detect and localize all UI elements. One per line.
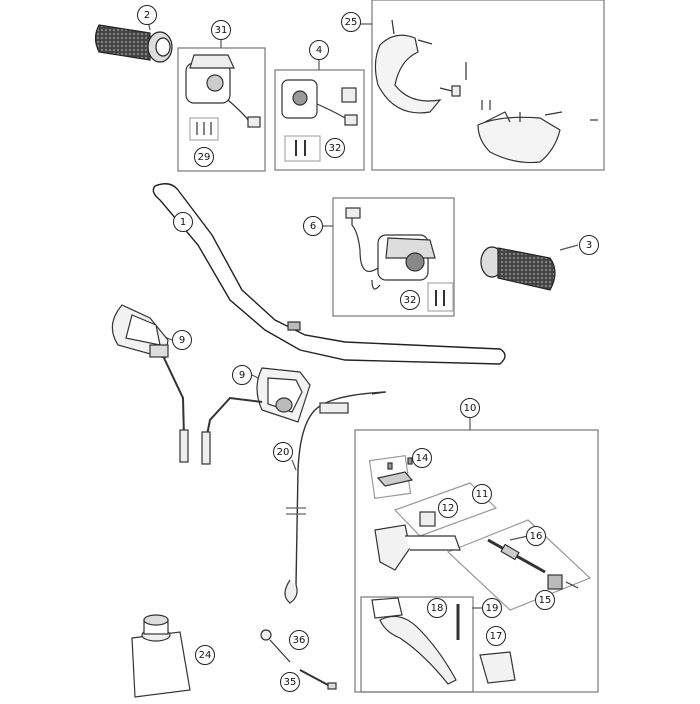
right-switch-part <box>345 207 436 290</box>
callout-24[interactable]: 24 <box>195 645 215 665</box>
box-switch-6 <box>332 197 455 317</box>
reservoir-cap-part <box>376 457 414 487</box>
callout-9-left[interactable]: 9 <box>172 330 192 350</box>
screws-29-part <box>196 122 212 135</box>
callout-9-right[interactable]: 9 <box>232 365 252 385</box>
box-screws-32b <box>427 282 454 312</box>
callout-11[interactable]: 11 <box>472 484 492 504</box>
box-screws-29 <box>189 117 219 141</box>
callout-6[interactable]: 6 <box>303 216 323 236</box>
callout-3[interactable]: 3 <box>579 235 599 255</box>
callout-15[interactable]: 15 <box>535 590 555 610</box>
screw-36-part <box>260 629 291 663</box>
callout-25[interactable]: 25 <box>341 12 361 32</box>
callout-36[interactable]: 36 <box>289 630 309 650</box>
box-piston-11 <box>393 482 498 537</box>
callout-32-a[interactable]: 32 <box>325 138 345 158</box>
box-screws-32a <box>284 135 321 162</box>
switch-4-part <box>281 79 358 126</box>
clamp-part <box>479 651 516 684</box>
callout-4[interactable]: 4 <box>309 40 329 60</box>
clutch-cable-part <box>284 391 387 604</box>
callout-2[interactable]: 2 <box>137 5 157 25</box>
callout-19[interactable]: 19 <box>482 598 502 618</box>
callout-12[interactable]: 12 <box>438 498 458 518</box>
piston-kit-part <box>487 538 579 590</box>
box-lever-19 <box>360 596 474 693</box>
callout-31[interactable]: 31 <box>211 20 231 40</box>
lever-part <box>371 597 460 685</box>
callout-17[interactable]: 17 <box>486 626 506 646</box>
callout-35[interactable]: 35 <box>280 672 300 692</box>
callout-20[interactable]: 20 <box>273 442 293 462</box>
fluid-bottle-part <box>131 614 191 698</box>
callout-18[interactable]: 18 <box>427 598 447 618</box>
callout-32-b[interactable]: 32 <box>400 290 420 310</box>
callout-16[interactable]: 16 <box>526 526 546 546</box>
left-switch-part <box>185 54 261 128</box>
handguard-lower-part <box>477 100 598 164</box>
callout-29[interactable]: 29 <box>194 147 214 167</box>
screws-32a-part <box>295 140 306 156</box>
callout-1[interactable]: 1 <box>173 212 193 232</box>
leader-20 <box>291 459 297 471</box>
left-mirror-part <box>111 304 189 463</box>
leader-16 <box>509 535 529 541</box>
box-kit-16 <box>446 519 592 611</box>
screws-32b-part <box>435 290 445 306</box>
handlebar-part <box>152 183 506 365</box>
master-cylinder-part <box>374 511 461 571</box>
right-mirror-part <box>201 367 311 465</box>
leader-3 <box>559 244 579 251</box>
left-grip-part <box>94 24 173 63</box>
box-clutch-assembly-10 <box>354 429 599 693</box>
right-grip-part <box>480 246 556 291</box>
screw-35-part <box>299 669 337 690</box>
handguard-upper-part <box>374 19 467 114</box>
callout-14[interactable]: 14 <box>412 448 432 468</box>
callout-10[interactable]: 10 <box>460 398 480 418</box>
box-handguards-25 <box>371 0 605 171</box>
